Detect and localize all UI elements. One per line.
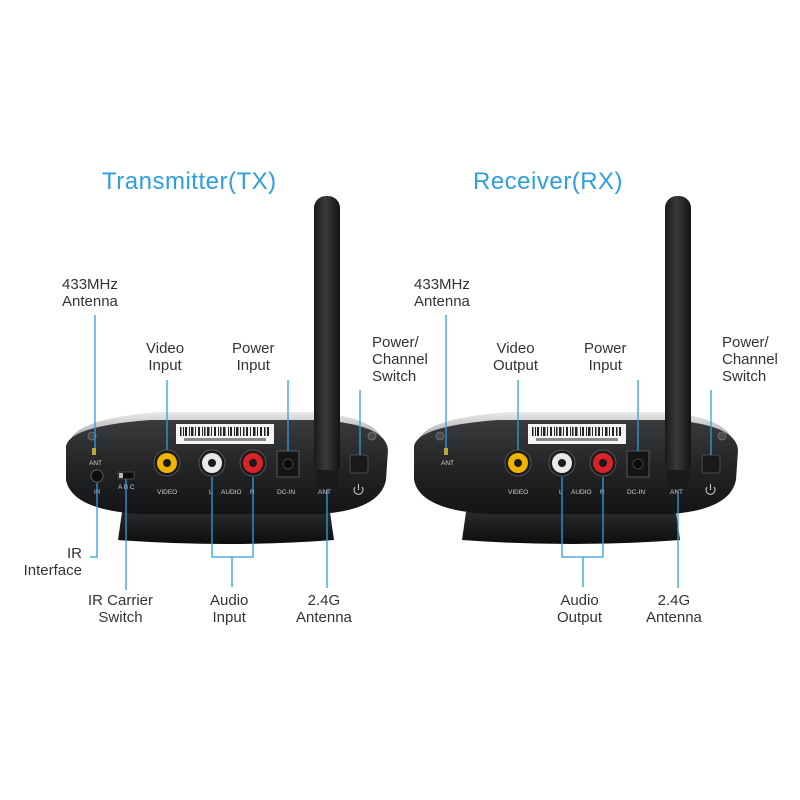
tx-label-video-input-line1: Video: [146, 340, 185, 357]
rx-label-video-output: Video Output: [493, 340, 538, 374]
tx-audio-right-center: [249, 459, 257, 467]
tx-label-video-input: Video Input: [146, 340, 184, 374]
tx-audio-left-center: [208, 459, 216, 467]
rx-leader-lines: [445, 315, 712, 588]
tx-label-ir-carrier-switch: IR Carrier Switch: [88, 592, 153, 626]
rx-port-ant: ANT: [441, 460, 454, 467]
rx-label-433mhz-antenna-line2: Antenna: [414, 293, 470, 310]
tx-2-4g-antenna: [314, 196, 340, 476]
rx-label-power-input-line1: Power: [584, 340, 627, 357]
rx-screw-left: [435, 431, 445, 441]
tx-port-dcin: DC-IN: [277, 489, 295, 496]
rx-power-switch: [701, 454, 721, 474]
rx-power-symbol-icon: [705, 484, 716, 495]
tx-stand: [118, 512, 334, 544]
tx-label-video-input-line2: Input: [148, 357, 182, 374]
rx-dc-in-hole: [632, 458, 644, 470]
tx-label-power-channel-switch-line1: Power/: [372, 334, 419, 351]
tx-label-power-input: Power Input: [232, 340, 275, 374]
rx-screw-right: [717, 431, 727, 441]
tx-port-l: L: [209, 489, 213, 496]
tx-port-ant: ANT: [89, 460, 102, 467]
tx-label-power-channel-switch: Power/ Channel Switch: [372, 334, 428, 385]
tx-2-4g-antenna-base: [316, 470, 338, 490]
tx-label-power-input-line1: Power: [232, 340, 275, 357]
tx-label-2-4g-antenna-line2: Antenna: [296, 609, 352, 626]
receiver-device: ANT VIDEO L R AUDIO DC-IN ANT: [414, 196, 738, 544]
tx-leader-lines: [90, 315, 361, 590]
rx-label-audio-output-line1: Audio: [560, 592, 599, 609]
rx-audio-right-center: [599, 459, 607, 467]
tx-screw-left: [87, 431, 97, 441]
tx-ir-carrier-slider: [119, 473, 123, 478]
tx-video-jack-center: [163, 459, 171, 467]
rx-label-video-output-line1: Video: [496, 340, 535, 357]
tx-label-2-4g-antenna-line1: 2.4G: [307, 592, 341, 609]
rx-port-audio: AUDIO: [571, 489, 592, 496]
rx-2-4g-antenna-base: [667, 470, 689, 490]
tx-label-power-channel-switch-line3: Switch: [372, 368, 417, 385]
tx-label-audio-input: Audio Input: [210, 592, 248, 626]
rx-label-2-4g-antenna-line1: 2.4G: [657, 592, 691, 609]
rx-label-power-channel-switch-line1: Power/: [722, 334, 769, 351]
tx-power-symbol-icon: [353, 484, 364, 495]
receiver-title: Receiver(RX): [473, 168, 624, 195]
rx-port-dcin: DC-IN: [627, 489, 645, 496]
tx-label-433mhz-antenna-line1: 433MHz: [62, 276, 118, 293]
rx-label-433mhz-antenna: 433MHz Antenna: [414, 276, 470, 310]
rx-video-jack-center: [514, 459, 522, 467]
rx-label-power-channel-switch-line3: Switch: [722, 368, 767, 385]
tx-screw-right: [367, 431, 377, 441]
rx-port-video: VIDEO: [508, 489, 528, 496]
tx-label-ir-interface: IR Interface: [14, 545, 82, 579]
tx-label-audio-input-line1: Audio: [210, 592, 249, 609]
rx-label-power-input: Power Input: [584, 340, 627, 374]
tx-barcode: [180, 427, 269, 441]
rx-label-power-channel-switch: Power/ Channel Switch: [722, 334, 778, 385]
tx-label-433mhz-antenna: 433MHz Antenna: [62, 276, 118, 310]
transmitter-device: ANT IR A B C VIDEO L R AUDIO DC-IN ANT: [66, 196, 388, 544]
tx-label-power-input-line2: Input: [236, 357, 270, 374]
rx-label-video-output-line2: Output: [493, 357, 539, 374]
tx-label-audio-input-line2: Input: [212, 609, 246, 626]
tx-label-ir-carrier-switch-line1: IR Carrier: [88, 592, 154, 609]
rx-stand: [462, 512, 680, 544]
tx-ir-port: [90, 469, 104, 483]
rx-433-antenna-port: [444, 448, 448, 455]
rx-label-2-4g-antenna-line2: Antenna: [646, 609, 702, 626]
rx-label-power-input-line2: Input: [588, 357, 622, 374]
tx-port-video: VIDEO: [157, 489, 177, 496]
rx-body: [414, 420, 738, 514]
rx-label-audio-output: Audio Output: [557, 592, 602, 626]
tx-label-2-4g-antenna: 2.4G Antenna: [296, 592, 352, 626]
tx-label-ir-carrier-switch-line2: Switch: [98, 609, 143, 626]
rx-port-ant2: ANT: [670, 489, 683, 496]
tx-label-power-channel-switch-line2: Channel: [372, 351, 428, 368]
rx-label-audio-output-line2: Output: [557, 609, 603, 626]
tx-label-ir-interface-line1: IR: [67, 545, 82, 562]
tx-power-switch: [349, 454, 369, 474]
tx-port-ant2: ANT: [318, 489, 331, 496]
rx-port-l: L: [559, 489, 563, 496]
tx-body: [66, 420, 388, 514]
rx-2-4g-antenna: [665, 196, 691, 476]
transmitter-title: Transmitter(TX): [102, 168, 277, 195]
rx-barcode: [532, 427, 621, 441]
tx-dc-in-hole: [282, 458, 294, 470]
rx-label-433mhz-antenna-line1: 433MHz: [414, 276, 470, 293]
rx-audio-left-center: [558, 459, 566, 467]
rx-label-power-channel-switch-line2: Channel: [722, 351, 778, 368]
tx-label-ir-interface-line2: Interface: [23, 562, 82, 579]
tx-433-antenna-port: [92, 448, 96, 455]
tx-label-433mhz-antenna-line2: Antenna: [62, 293, 118, 310]
rx-label-2-4g-antenna: 2.4G Antenna: [646, 592, 702, 626]
tx-port-audio: AUDIO: [221, 489, 242, 496]
